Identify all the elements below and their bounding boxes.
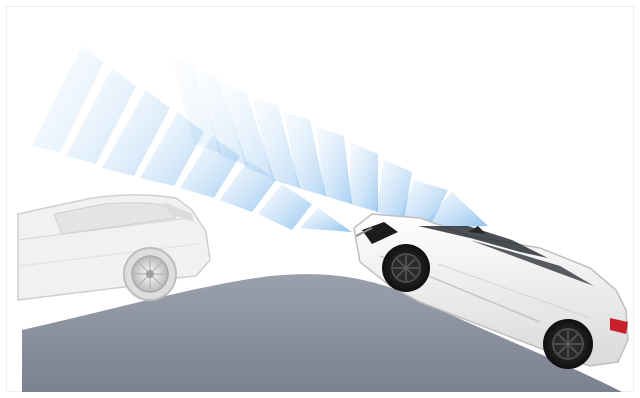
suv-rear-view-icon xyxy=(18,195,210,300)
